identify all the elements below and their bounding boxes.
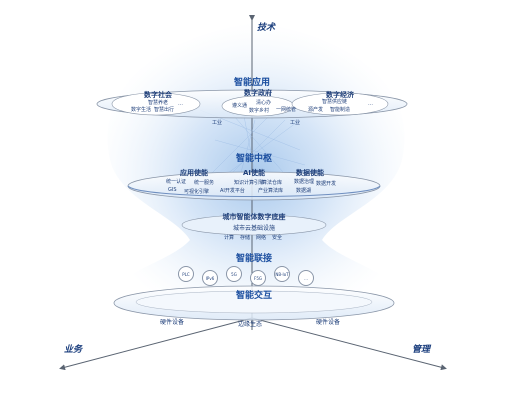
infra-item: 计算 [224, 235, 235, 241]
app-item: 数字乡村 [249, 108, 270, 114]
connect-node: … [298, 270, 314, 286]
infra-item: 安全 [272, 235, 283, 241]
interact-layer-title: 智能交互 [235, 291, 273, 301]
hub-item: 知识计算引擎 [234, 180, 265, 186]
interact-ring-inner [135, 290, 373, 314]
app-group-social-title: 数字社会 [144, 91, 172, 99]
app-item: 一网统管 [276, 107, 297, 113]
interact-label-right: 硬件设备 [316, 319, 341, 326]
infra-item: 存储 [240, 235, 251, 241]
app-item: 智慧供应链 [322, 99, 348, 105]
app-item: 智慧出行 [154, 107, 175, 113]
connect-node-label: 5G [231, 271, 237, 277]
hub-item: GIS [168, 187, 177, 193]
connect-node-label: … [304, 275, 308, 281]
hub-layer-title: 智能中枢 [235, 154, 273, 164]
hub-item: AI开发平台 [220, 188, 245, 194]
app-item: 智能制造 [330, 107, 351, 113]
application-group-right [291, 92, 389, 116]
connect-node: PLC [178, 266, 194, 282]
hub-group-app-enable-title: 应用使能 [180, 169, 208, 177]
app-item: … [368, 101, 373, 107]
hub-item: 产业算法库 [258, 188, 284, 194]
hub-item: 统一认证 [166, 179, 187, 185]
app-item: 源产发 [308, 107, 324, 113]
connect-node: NB-IoT [274, 266, 290, 282]
app-item: 遵义通 [232, 103, 248, 109]
application-layer-title: 智能应用 [233, 78, 271, 88]
hub-ring-rim [127, 185, 381, 197]
hub-item: 可视化引擎 [184, 189, 210, 195]
connect-node: IPv6 [202, 270, 218, 286]
app-subtag-left: 工业 [212, 120, 223, 126]
hub-item: 算法仓库 [262, 180, 283, 186]
base-disk [181, 214, 327, 236]
interact-label-left: 硬件设备 [160, 319, 185, 326]
hub-item: 统一服务 [194, 180, 215, 186]
hub-item: 数据开发 [316, 181, 337, 187]
app-item: 数字生活 [131, 107, 152, 113]
cloud-infra-label: 城市云基础设施 [232, 225, 276, 232]
connect-node: F5G [250, 270, 266, 286]
connect-layer-title: 智能联接 [235, 254, 273, 264]
hub-item: 数据湖 [296, 188, 312, 194]
application-group-left [111, 92, 201, 116]
connect-node-label: NB-IoT [275, 271, 289, 277]
interact-label-center: 边缘生态 [238, 321, 263, 328]
infra-item: 网络 [256, 235, 267, 241]
digital-base-label: 城市智能体数字底座 [222, 213, 286, 221]
app-subtag-right: 工业 [290, 120, 301, 126]
connect-node: 5G [226, 266, 242, 282]
connect-node-label: F5G [254, 275, 262, 281]
axis-label-management: 管理 [412, 345, 431, 355]
app-item: 智慧养老 [148, 100, 169, 106]
business-axis-line [59, 317, 253, 371]
management-axis-line [251, 317, 447, 371]
axis-label-tech: 技术 [257, 23, 276, 33]
app-group-economy-title: 数字经济 [326, 91, 354, 99]
app-item: 清心办 [256, 100, 272, 106]
app-group-gov-title: 数字政府 [244, 89, 272, 97]
hub-group-data-enable-title: 数据使能 [296, 169, 324, 177]
axis-label-business: 业务 [64, 345, 83, 355]
hub-group-ai-enable-title: AI使能 [242, 169, 266, 177]
hub-item: 数据治理 [294, 179, 315, 185]
connect-node-label: IPv6 [205, 275, 215, 281]
connect-node-label: PLC [182, 271, 190, 277]
app-item: … [178, 101, 183, 107]
